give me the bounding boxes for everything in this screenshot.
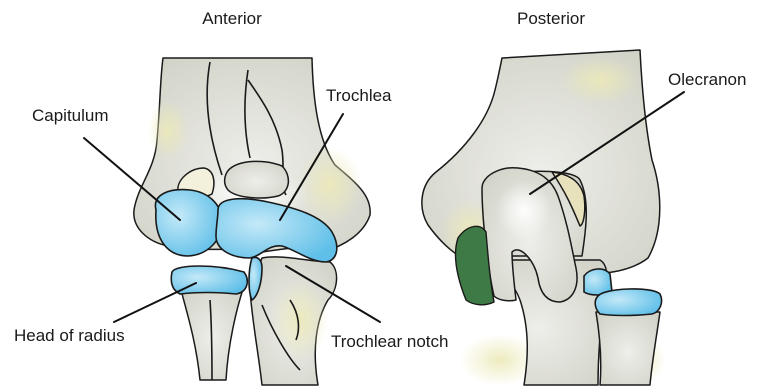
head-of-radius-label: Head of radius bbox=[14, 326, 125, 345]
olecranon-label: Olecranon bbox=[668, 70, 746, 89]
radius-posterior bbox=[596, 312, 660, 385]
capitulum-cartilage bbox=[155, 190, 222, 256]
bone-tint bbox=[148, 100, 188, 160]
bone-tint bbox=[272, 280, 328, 360]
trochlea-label: Trochlea bbox=[326, 86, 392, 105]
bone-tint bbox=[560, 56, 640, 104]
capitulum-label: Capitulum bbox=[32, 106, 109, 125]
radial-head-cartilage-posterior bbox=[595, 289, 661, 316]
bone-tint bbox=[298, 147, 362, 223]
anterior-title: Anterior bbox=[202, 9, 262, 28]
trochlear-notch-label: Trochlear notch bbox=[331, 332, 448, 351]
radial-fossa bbox=[225, 161, 289, 198]
posterior-view bbox=[422, 50, 666, 386]
posterior-title: Posterior bbox=[517, 9, 585, 28]
bone-shine bbox=[496, 180, 552, 240]
